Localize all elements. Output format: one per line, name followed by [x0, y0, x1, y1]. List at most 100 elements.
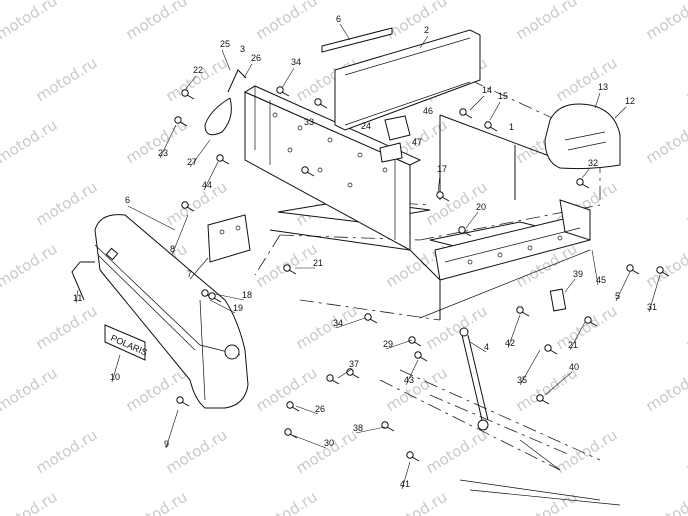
callout-26b: 26 — [315, 404, 325, 414]
fastener-icon — [201, 289, 209, 297]
callout-46: 46 — [423, 106, 433, 116]
callout-20: 20 — [476, 202, 486, 212]
watermark-text: motod.ru — [643, 0, 688, 43]
leader-line — [469, 341, 487, 353]
watermark-text: motod.ru — [423, 302, 491, 354]
fastener-shank — [464, 113, 473, 119]
watermark-text: motod.ru — [163, 54, 231, 106]
watermark-text: motod.ru — [123, 116, 191, 168]
watermark-text: motod.ru — [33, 426, 101, 478]
reflector-plate-7 — [207, 214, 251, 263]
callout-1: 1 — [509, 122, 514, 132]
leader-line — [594, 92, 601, 109]
callout-13: 13 — [598, 82, 608, 92]
fastener-shank — [291, 406, 300, 412]
fastener-shank — [319, 103, 328, 109]
callout-17: 17 — [437, 164, 447, 174]
callout-21b: 21 — [568, 340, 578, 350]
fastener-shank — [661, 271, 670, 277]
fastener-icon — [208, 292, 216, 300]
fastener-icon — [174, 116, 182, 124]
leader-line — [75, 289, 79, 304]
callout-47: 47 — [412, 137, 422, 147]
fastener-icon — [544, 344, 552, 352]
fastener-shank — [179, 121, 188, 127]
callout-6b: 6 — [125, 195, 130, 205]
fastener-shank — [369, 318, 378, 324]
fastener-icon — [301, 166, 309, 174]
rear-panel-2 — [334, 29, 481, 131]
leader-line — [581, 167, 591, 179]
leader-line — [111, 354, 121, 383]
fastener-shank — [306, 171, 315, 177]
callout-45: 45 — [596, 275, 606, 285]
cargo-box — [243, 69, 621, 506]
fasteners — [174, 86, 670, 462]
handle-11 — [71, 261, 95, 301]
fastener-icon — [381, 421, 389, 429]
watermark-text: motod.ru — [643, 488, 688, 516]
leader-line — [507, 314, 521, 349]
fastener-shank — [441, 196, 450, 202]
watermark-text: motod.ru — [513, 0, 581, 43]
decal-strip-6 — [321, 27, 393, 53]
leader-lines — [75, 23, 661, 490]
fastener-icon — [181, 201, 189, 209]
fastener-icon — [216, 154, 224, 162]
fastener-shank — [413, 341, 422, 347]
leader-line — [401, 461, 411, 490]
callout-32: 32 — [588, 158, 598, 168]
fastener-shank — [631, 269, 640, 275]
watermark-text: motod.ru — [383, 364, 451, 416]
leader-line — [465, 211, 479, 229]
leader-line — [385, 339, 413, 350]
leader-line — [615, 271, 631, 302]
fastener-shank — [186, 206, 195, 212]
callout-22: 22 — [193, 65, 203, 75]
fastener-icon — [283, 264, 291, 272]
fastener-shank — [541, 399, 550, 405]
fastener-icon — [656, 266, 664, 274]
leader-line — [337, 368, 353, 379]
fastener-icon — [576, 178, 584, 186]
callout-7: 7 — [187, 269, 192, 279]
leader-line — [127, 205, 176, 231]
callout-18: 18 — [242, 290, 252, 300]
fastener-shank — [581, 183, 590, 189]
callout-12: 12 — [625, 96, 635, 106]
callout-10: 10 — [110, 372, 120, 382]
callout-41: 41 — [400, 479, 410, 489]
leader-line — [203, 161, 219, 191]
watermark-text: motod.ru — [123, 488, 191, 516]
watermark-text: motod.ru — [643, 240, 688, 292]
leader-line — [544, 371, 573, 396]
leader-line — [335, 317, 366, 329]
fastener-icon — [326, 374, 334, 382]
callout-14: 14 — [482, 85, 492, 95]
fastener-shank — [221, 159, 230, 165]
fastener-icon — [414, 351, 422, 359]
callout-3: 3 — [240, 44, 245, 54]
chassis-frame — [379, 369, 621, 506]
leader-line — [221, 49, 231, 71]
leader-line — [437, 174, 441, 193]
fastener-icon — [584, 316, 592, 324]
fastener-shank — [288, 269, 297, 275]
leader-line — [469, 95, 485, 111]
leader-line — [419, 35, 429, 49]
watermark-text: motod.ru — [643, 364, 688, 416]
fastener-icon — [286, 401, 294, 409]
watermark-text: motod.ru — [513, 488, 581, 516]
callout-5: 5 — [615, 291, 620, 301]
watermark-text: motod.ru — [643, 116, 688, 168]
watermark-text: motod.ru — [293, 426, 361, 478]
fastener-shank — [386, 426, 395, 432]
callout-38: 38 — [353, 423, 363, 433]
watermark-text: motod.ru — [253, 0, 321, 43]
callout-8: 8 — [170, 244, 175, 254]
cable-27 — [204, 97, 232, 136]
callout-37: 37 — [349, 359, 359, 369]
fastener-shank — [281, 91, 290, 97]
